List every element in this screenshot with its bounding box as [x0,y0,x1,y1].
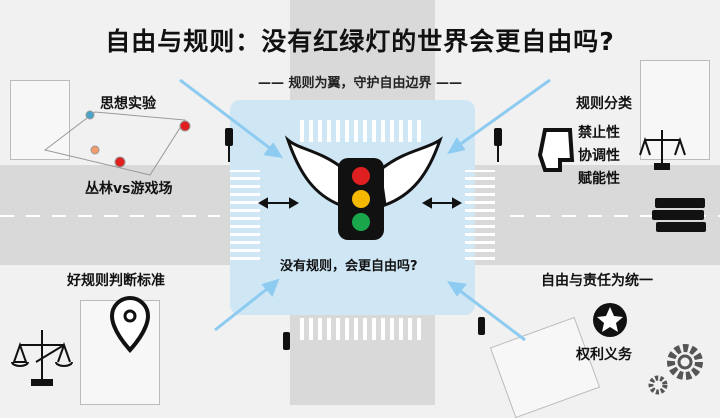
map-diagram-icon [43,110,191,176]
arrow-top-right [454,78,551,150]
page-title: 自由与规则：没有红绿灯的世界会更自由吗? [105,27,615,56]
subtitle: —— 规则为翼，守护自由边界 —— [257,76,463,91]
arrow-bottom-left [214,283,273,332]
crosswalk-left [230,170,260,260]
label-rights-duties: 权利义务 [576,347,632,363]
scales-icon-right [639,130,686,170]
building [640,60,710,160]
label-prohibitive: 禁止性 [578,125,620,141]
lane-marking [0,215,220,217]
books-icon [652,198,706,232]
label-jungle-vs-playground: 丛林vs游戏场 [85,181,173,197]
lane-marking [510,215,720,217]
label-thought-experiment: 思想实验 [100,96,156,112]
small-traffic-light-icon [225,128,502,350]
crosswalk-bottom [300,318,425,340]
label-rule-categories: 规则分类 [576,96,632,112]
gears-icon [648,344,703,395]
arrow-bottom-right [454,285,526,342]
scales-icon [11,330,73,386]
label-freedom-responsibility: 自由与责任为统一 [541,273,653,289]
arrows-layer [11,78,706,395]
crosswalk-right [465,170,495,260]
location-pin-icon [109,296,151,353]
center-question: 没有规则，会更自由吗? [280,259,418,274]
label-good-rule-criteria: 好规则判断标准 [67,273,165,289]
head-profile-icon [537,128,575,172]
star-badge-icon [593,303,627,337]
label-coordinative: 协调性 [578,148,620,164]
crosswalk-top [300,120,425,142]
label-empowering: 赋能性 [578,171,620,187]
building [10,80,70,160]
arrow-top-left [179,78,276,154]
winged-traffic-light-icon [284,135,443,240]
